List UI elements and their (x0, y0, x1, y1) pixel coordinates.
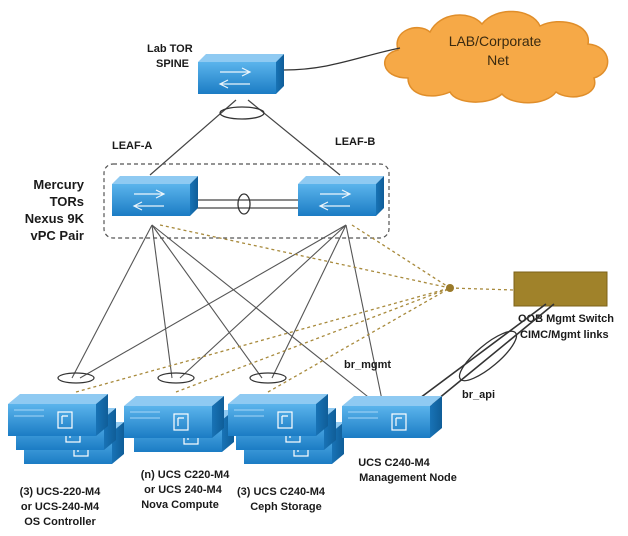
leaf-a-label: LEAF-A (112, 140, 152, 152)
vpc-label-line3: Nexus 9K (25, 211, 85, 226)
br-api-label: br_api (462, 389, 495, 401)
controller-port-channel (57, 372, 95, 384)
mgmt-dotted-links (75, 224, 515, 393)
spine-port-channel (219, 106, 265, 120)
leaf-b-label: LEAF-B (335, 136, 375, 148)
storage-label-line2: Ceph Storage (250, 501, 322, 513)
mgmt-aggregation-node (446, 284, 454, 292)
spine-to-cloud-link (283, 47, 401, 71)
storage-label-line1: (3) UCS C240-M4 (237, 486, 326, 498)
controller-label-line2: or UCS-240-M4 (21, 501, 100, 513)
storage-port-channel (249, 372, 287, 384)
management-label-line1: UCS C240-M4 (358, 457, 430, 469)
controller-label-line1: (3) UCS-220-M4 (20, 486, 102, 498)
cloud-label-line1: LAB/Corporate (449, 33, 542, 49)
vpc-label-line1: Mercury (33, 177, 84, 192)
compute-port-channel (157, 372, 195, 384)
compute-server-1 (123, 395, 225, 439)
controller-label-line3: OS Controller (24, 516, 96, 528)
management-label-line2: Management Node (359, 472, 457, 484)
oob-label-line1: OOB Mgmt Switch (518, 313, 614, 325)
vpc-peer-port-channel (237, 193, 251, 215)
vpc-label-line2: TORs (50, 194, 84, 209)
cloud-label-line2: Net (487, 52, 509, 68)
compute-label-line1: (n) UCS C220-M4 (141, 469, 231, 481)
br-mgmt-label: br_mgmt (344, 359, 391, 371)
spine-label-line1: Lab TOR (147, 43, 193, 55)
management-node-links (419, 303, 555, 405)
spine-to-leaf-a-link (149, 99, 237, 176)
br-api-link-ellipse (458, 330, 518, 382)
leaf-b-switch (297, 175, 385, 217)
corporate-net-cloud (383, 10, 609, 104)
oob-label-line2: CIMC/Mgmt links (520, 329, 609, 341)
compute-label-line3: Nova Compute (141, 499, 219, 511)
spine-label-line2: SPINE (156, 58, 189, 70)
spine-switch (197, 53, 285, 95)
storage-server-1 (227, 393, 329, 437)
compute-label-line2: or UCS 240-M4 (144, 484, 223, 496)
vpc-label-line4: vPC Pair (31, 228, 84, 243)
leaf-server-links (71, 224, 383, 401)
leaf-a-switch (111, 175, 199, 217)
management-node-server (341, 395, 443, 439)
oob-mgmt-switch (513, 271, 608, 307)
vpc-pair-group-box (103, 163, 390, 239)
controller-server-1 (7, 393, 109, 437)
